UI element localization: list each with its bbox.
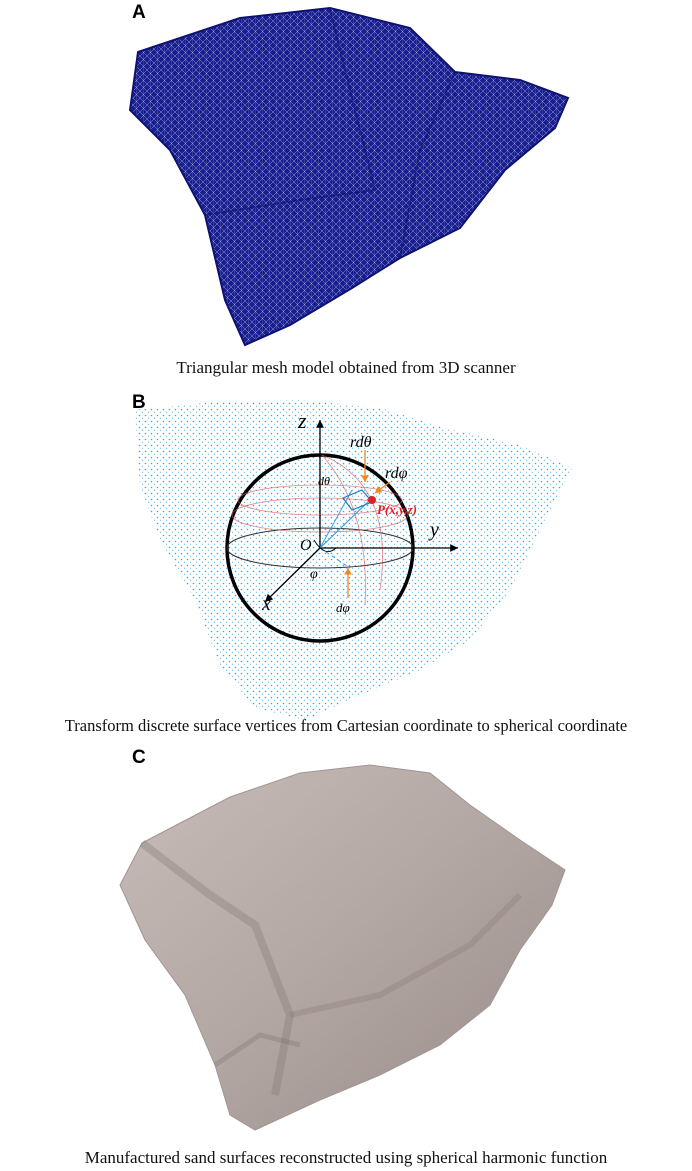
panel-a-letter: A bbox=[132, 2, 146, 23]
panel-b: B bbox=[0, 390, 692, 745]
panel-b-caption: Transform discrete surface vertices from… bbox=[64, 716, 628, 735]
panel-c-caption: Manufactured sand surfaces reconstructed… bbox=[84, 1148, 608, 1167]
reconstructed-sand-surface bbox=[119, 764, 566, 1131]
label-r-dphi: rdφ bbox=[385, 465, 408, 482]
spherical-coordinate-diagram: z y x O rdθ rdφ dθ dφ φ P(x,y,z) bbox=[135, 400, 572, 720]
label-x: x bbox=[261, 593, 271, 615]
panel-b-letter: B bbox=[132, 392, 146, 413]
panel-a-caption: Triangular mesh model obtained from 3D s… bbox=[176, 358, 516, 377]
label-r-dtheta: rdθ bbox=[350, 434, 372, 451]
panel-a: A Triangular mesh model obtained from 3D… bbox=[0, 0, 692, 385]
triangular-mesh-model bbox=[128, 6, 570, 347]
label-z: z bbox=[297, 408, 307, 433]
label-dtheta: dθ bbox=[318, 474, 330, 488]
panel-c: C Manufactured sand surfaces reconstruct… bbox=[0, 745, 692, 1171]
point-p-marker bbox=[368, 496, 376, 504]
label-origin: O bbox=[300, 537, 312, 554]
point-cloud-shape bbox=[135, 400, 572, 720]
surface-rock-shape bbox=[119, 764, 566, 1131]
label-y: y bbox=[428, 519, 439, 541]
panel-c-letter: C bbox=[132, 747, 146, 768]
label-phi: φ bbox=[310, 567, 318, 582]
mesh-rock-shape bbox=[128, 6, 570, 347]
label-point: P(x,y,z) bbox=[377, 502, 417, 517]
x-axis bbox=[264, 547, 321, 603]
label-dphi: dφ bbox=[336, 600, 350, 615]
